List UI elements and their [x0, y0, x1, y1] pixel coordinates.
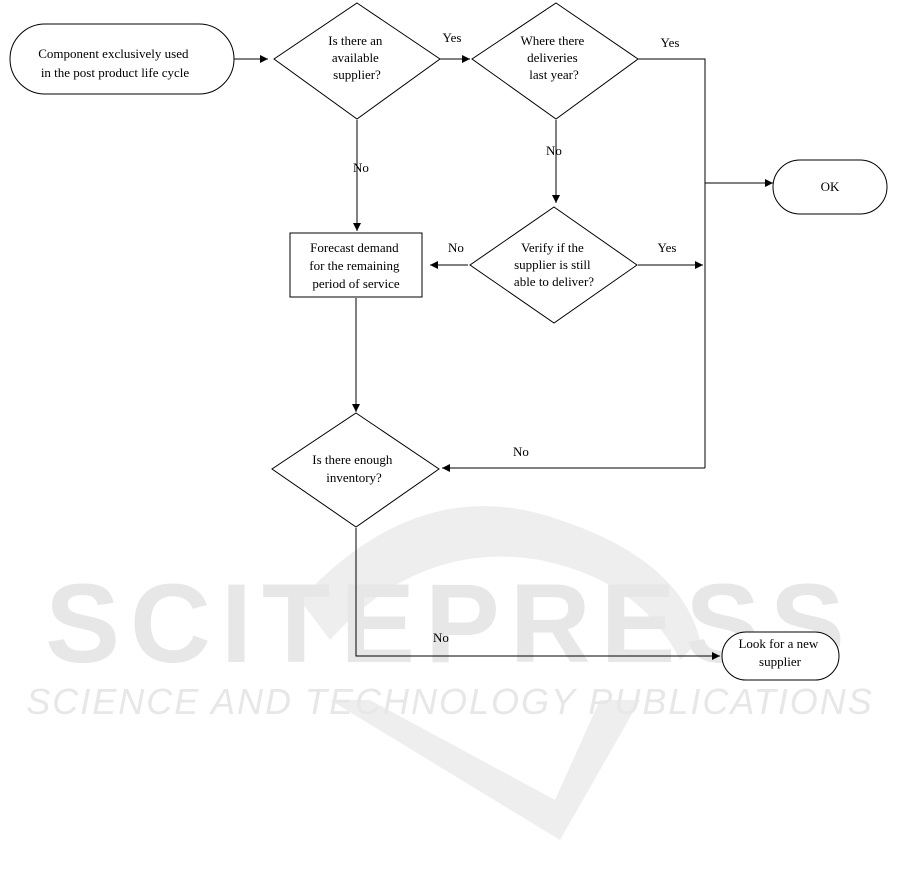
- decision-diamond: [273, 2, 441, 120]
- terminator-text-line: Look for a new: [738, 636, 818, 651]
- decision-text-line: deliveries: [527, 50, 578, 65]
- label-deliveries-yes: Yes: [661, 35, 680, 50]
- start-terminator: [9, 23, 235, 95]
- watermark-subtitle: SCIENCE AND TECHNOLOGY PUBLICATIONS: [26, 681, 873, 722]
- svg-text:Forecast demand for the: Forecast demand for the remaining period…: [309, 240, 403, 291]
- new-supplier-terminator: [721, 631, 840, 681]
- decision-text-line: supplier?: [333, 67, 381, 82]
- start-text-line: Component exclusively used: [38, 46, 189, 61]
- label-inventory-no: No: [433, 630, 449, 645]
- node-new-supplier: Look for a new supplier: [721, 631, 840, 681]
- decision-text-line: inventory?: [326, 470, 382, 485]
- svg-text:Verify if the supplier i: Verify if the supplier is still able to …: [514, 240, 594, 289]
- label-to-inventory-no: No: [513, 444, 529, 459]
- decision-text-line: last year?: [529, 67, 579, 82]
- ok-terminator: [772, 159, 888, 215]
- edge-inventory-no: [355, 528, 720, 660]
- decision-text-line: Verify if the: [521, 240, 584, 255]
- process-text-line: for the remaining: [309, 258, 400, 273]
- decision-text-line: available: [332, 50, 379, 65]
- decision-text-line: Where there: [520, 33, 584, 48]
- label-verify-no: No: [448, 240, 464, 255]
- terminator-text-line: supplier: [759, 654, 802, 669]
- decision-text-line: Is there enough: [312, 452, 393, 467]
- edge-labels: Yes No Yes No No Yes No No: [353, 30, 679, 645]
- label-verify-yes: Yes: [658, 240, 677, 255]
- svg-text:Component exclusively used: Component exclusively used in the post p…: [38, 46, 191, 80]
- node-start: Component exclusively used in the post p…: [9, 23, 235, 95]
- svg-text:Is there enough inventor: Is there enough inventory?: [312, 452, 395, 485]
- decision-diamond: [471, 2, 639, 120]
- node-available-supplier: Is there an available supplier?: [273, 2, 441, 120]
- edge-deliveries-yes: [638, 58, 706, 468]
- process-text-line: period of service: [312, 276, 400, 291]
- node-forecast: Forecast demand for the remaining period…: [289, 232, 423, 298]
- node-inventory: Is there enough inventory?: [271, 412, 440, 528]
- start-text-line: in the post product life cycle: [41, 65, 190, 80]
- svg-text:Where there deliveries: Where there deliveries last year?: [520, 33, 587, 82]
- watermark-emblem: [300, 506, 700, 840]
- decision-diamond: [469, 206, 638, 324]
- svg-text:Is there an available: Is there an available supplier?: [328, 33, 385, 82]
- node-verify: Verify if the supplier is still able to …: [469, 206, 638, 324]
- watermark: SCITEPRESS SCIENCE AND TECHNOLOGY PUBLIC…: [26, 506, 873, 840]
- label-available-yes: Yes: [443, 30, 462, 45]
- node-ok: OK: [772, 159, 888, 215]
- decision-text-line: supplier is still: [514, 257, 591, 272]
- node-deliveries: Where there deliveries last year?: [471, 2, 639, 120]
- process-text-line: Forecast demand: [310, 240, 399, 255]
- ok-text: OK: [821, 179, 840, 194]
- decision-text-line: Is there an: [328, 33, 383, 48]
- label-available-no: No: [353, 160, 369, 175]
- process-box: [289, 232, 423, 298]
- decision-diamond: [271, 412, 440, 528]
- decision-text-line: able to deliver?: [514, 274, 594, 289]
- label-deliveries-no: No: [546, 143, 562, 158]
- watermark-title: SCITEPRESS: [45, 561, 855, 686]
- edges: [234, 55, 773, 660]
- svg-text:Look for a new supplier: Look for a new supplier: [738, 636, 821, 669]
